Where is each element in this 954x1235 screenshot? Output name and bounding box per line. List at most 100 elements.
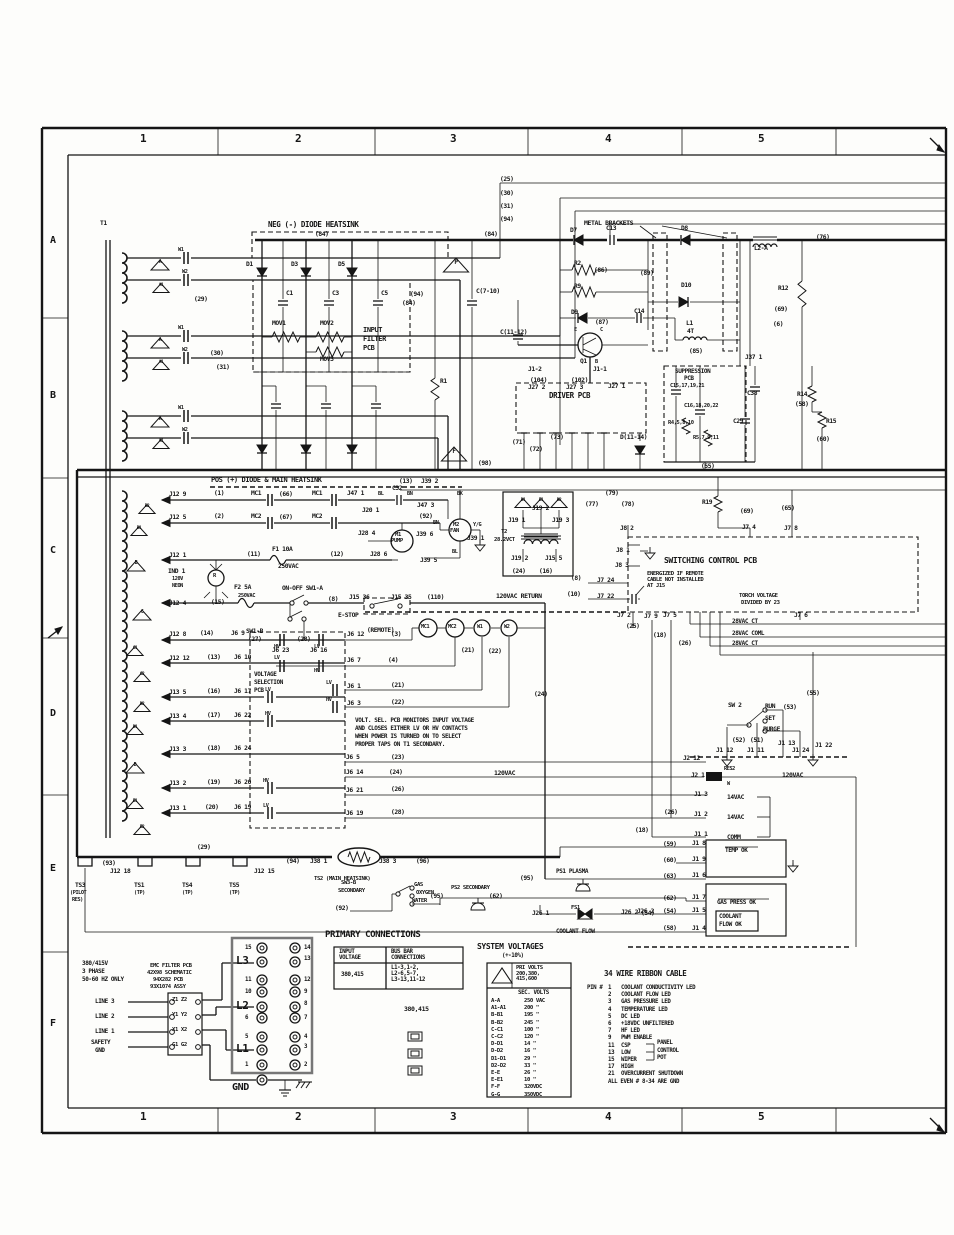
label-flag-d2: D2 [139,702,145,707]
terminal-right-9: 9 [304,989,308,995]
label-t1: T1 [100,220,107,227]
label-r19: R19 [702,499,713,506]
label-n18b: (18) [653,632,667,639]
label-n96: (96) [416,858,430,865]
ribbon-pin-label: PIN # [587,985,603,991]
label-r15: R15 [826,418,837,425]
label-j6-23: J6 23 [272,647,289,654]
primary-header-busbar: BUS BAR CONNECTIONS [391,949,425,961]
label-l2a: L2-A [754,245,768,252]
label-j6-21: J6 21 [346,787,363,794]
label-n21a: (21) [461,647,475,654]
grid-col-3-top: 3 [450,132,457,145]
label-sup-2: PCB [684,375,694,382]
label-r12: R12 [778,285,789,292]
label-sw2: SW 2 [728,702,742,709]
system-row-label: D2-D2 [491,1062,506,1069]
label-j39-5: J39 5 [420,557,437,564]
label-n2: (2) [214,513,225,520]
system-row-label: C-C2 [491,1034,503,1040]
ribbon-pin-number: 2 [608,992,612,999]
terminal-left-5: 5 [245,1034,249,1040]
label-n18a: (18) [207,745,221,752]
system-row-value: 320VDC [524,1084,542,1091]
label-fan: FAN [450,528,459,534]
label-v250a: 250VAC [278,563,299,570]
label-n95b: (95) [430,893,444,900]
system-row-value: 200 " [524,1005,539,1012]
system-row-label: D1-D1 [491,1055,506,1062]
label-flag-a3: A [158,417,162,422]
label-t2: T2 [501,529,507,535]
label-ts2: TS2 (MAIN HEATSINK) [314,876,371,882]
label-j1-9: J1 9 [692,856,706,863]
label-lv3: LV [326,680,332,686]
label-f1: F1 10A [272,546,293,553]
label-j37-1: J37 1 [745,354,762,361]
label-j20-1: J20 1 [362,507,379,514]
label-n94t: (94) [500,216,514,223]
label-pump: PUMP [391,538,403,544]
label-ts3b: (PILOT [70,890,87,896]
label-j8-3: J8 3 [615,562,629,569]
label-j7-8: J7 8 [784,525,798,532]
ribbon-pin-number: 7 [608,1028,612,1035]
label-lv2: LV [274,655,280,661]
label-v28-3: 28VAC CT [732,640,758,647]
label-n58a: (58) [795,401,809,408]
label-rem-2: CABLE NOT INSTALLED [647,577,704,583]
label-run: RUN [765,703,776,710]
label-n69a: (69) [774,306,788,313]
label-input-filter-3: PCB [363,344,375,352]
label-j12-4: J12 4 [169,600,186,607]
label-n31a: (31) [216,364,230,371]
grid-row-E: E [50,863,56,874]
label-n24v: (24) [534,691,548,698]
label-n20: (20) [205,804,219,811]
label-ph-3: 50-60 HZ ONLY [82,976,124,983]
label-v250b: 250VAC [238,593,256,599]
label-j26-2: J26 2 [637,908,654,915]
label-j7-24: J7 24 [597,577,614,584]
label-emc-4: 93X1074 ASSY [150,984,186,990]
label-sup-1: SUPPRESSION [675,368,711,375]
label-j12-8: J12 8 [169,631,186,638]
label-c38: C38 [747,390,758,397]
label-n104: (104) [530,377,547,384]
label-j6-3: J6 3 [347,700,361,707]
label-n24a: (24) [389,769,403,776]
label-n86: (86) [594,267,608,274]
label-n79: (79) [605,490,619,497]
grid-row-B: B [50,390,56,401]
label-w1-3: W1 [178,405,184,411]
label-j6-22: J6 22 [234,712,251,719]
label-ts4b: (TP) [182,890,193,896]
label-safety: SAFETY [91,1039,111,1046]
ribbon-footer: ALL EVEN # 8-34 ARE GND [608,1078,680,1085]
label-n92b: (92) [335,905,349,912]
ribbon-bracket-control: CONTROL [657,1047,679,1054]
label-n13b: (13) [207,654,221,661]
label-r9: R9 [574,283,581,290]
label-j26-1: J26 1 [532,910,549,917]
label-note-4: PROPER TAPS ON T1 SECONDARY. [355,741,445,748]
label-n54: (54) [663,908,677,915]
label-mov3: MOV3 [320,356,334,363]
system-voltages-title: SYSTEM VOLTAGES [477,942,544,951]
label-j1-3: J1 3 [694,791,708,798]
label-m1: M1 [395,532,401,538]
label-flag-a1: A [158,260,162,265]
system-row-label: D-D1 [491,1041,503,1048]
system-row-label: C-C1 [491,1026,503,1033]
label-line3: LINE 3 [95,998,115,1005]
label-j1-8: J1 8 [692,840,706,847]
system-row-label: F-F [491,1084,500,1091]
label-vs-2: SELECTION [254,679,283,686]
label-n19: (19) [207,779,221,786]
label-vac14a: 14VAC [727,794,744,801]
label-j12-15: J12 15 [254,868,275,875]
system-row-label: B-B1 [491,1012,503,1019]
label-mc2b: MC2 [312,513,323,520]
label-j6-24: J6 24 [234,745,251,752]
label-ind1: IND 1 [168,568,185,575]
